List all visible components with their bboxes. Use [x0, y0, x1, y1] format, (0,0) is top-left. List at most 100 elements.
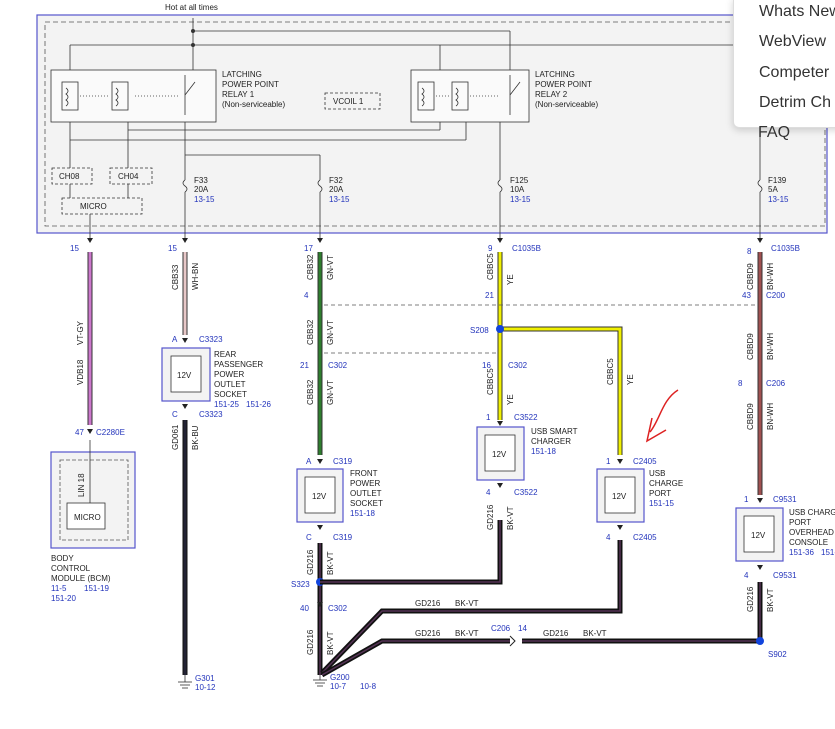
connector-c302-c: C302 — [508, 361, 528, 370]
wire-label-bk-vt-b: BK-VT — [326, 631, 335, 655]
connector-dashed-lines — [324, 304, 756, 354]
rear-socket-12v: 12V — [177, 371, 192, 380]
bcm-label-3: MODULE (BCM) — [51, 574, 111, 583]
connector-c3323-a: C3323 — [199, 335, 223, 344]
pin-47: 47 — [75, 428, 84, 437]
wire-label-gd061: GD061 — [171, 424, 180, 450]
connector-c200: C200 — [766, 291, 786, 300]
wire-label-bk-vt-e: BK-VT — [583, 629, 607, 638]
pin-16-c302: 16 — [482, 361, 491, 370]
wire-label-cbb32-b: CBB32 — [306, 319, 315, 345]
rear-socket-inner — [170, 355, 202, 393]
bcm-label-1: BODY — [51, 554, 74, 563]
wire-label-cbb33: CBB33 — [171, 264, 180, 290]
fuse-f33-name: F33 — [194, 176, 208, 185]
front-socket-inner — [304, 476, 336, 514]
wire-cbbc5 — [497, 252, 623, 455]
fuse-f33-amps: 20A — [194, 185, 209, 194]
bcm-micro-box — [66, 502, 106, 530]
relay-2-label-4: (Non-serviceable) — [535, 100, 598, 109]
front-socket-12v: 12V — [312, 492, 327, 501]
ground-g200-ref-2: 10-8 — [360, 682, 377, 691]
relay-1-label-3: RELAY 1 — [222, 90, 255, 99]
fuse-f125-ref: 13-15 — [510, 195, 531, 204]
relay-1-coil-icon — [61, 75, 196, 115]
usb-charge-port-inner — [604, 476, 636, 514]
pin-8-c206: 8 — [738, 379, 743, 388]
connector-c9531-b: C9531 — [773, 571, 797, 580]
wire-label-gn-vt-c: GN-VT — [326, 380, 335, 405]
inline-connector-c206 — [509, 635, 516, 647]
usb-overhead-label-3: OVERHEAD — [789, 528, 834, 537]
fuse-f32-ref: 13-15 — [329, 195, 350, 204]
connector-c1035b-a: C1035B — [512, 244, 541, 253]
wire-label-cbbc5-a: CBBC5 — [486, 253, 495, 280]
splice-s208 — [496, 325, 504, 333]
fuse-symbols — [182, 179, 763, 240]
ground-g301-ref: 10-12 — [195, 683, 216, 692]
wire-label-gn-vt-b: GN-VT — [326, 320, 335, 345]
menu-item-faq[interactable]: FAQ — [758, 124, 791, 141]
ground-g301-label: G301 — [195, 674, 215, 683]
pin-15-bcm: 15 — [70, 244, 79, 253]
wire-label-bk-vt-f: BK-VT — [506, 506, 515, 530]
wire-label-wh-bn: WH-BN — [191, 263, 200, 290]
menu-item-whats-new[interactable]: Whats New — [759, 3, 835, 20]
relay-2-label-1: LATCHING — [535, 70, 575, 79]
rear-socket-label-2: PASSENGER — [214, 360, 263, 369]
connector-c302-b: C302 — [328, 604, 348, 613]
bcm-module — [50, 451, 136, 549]
fuse-f32-name: F32 — [329, 176, 343, 185]
wire-label-gd216-f: GD216 — [486, 504, 495, 530]
wire-label-cbbd9-c: CBBD9 — [746, 403, 755, 430]
arrow-c2405-a — [617, 459, 623, 464]
wire-label-cbbd9-b: CBBD9 — [746, 333, 755, 360]
arrow-c319-a — [317, 459, 323, 464]
usb-overhead-label-2: PORT — [789, 518, 811, 527]
fuse-f125-amps: 10A — [510, 185, 525, 194]
menu-item-competer[interactable]: Competer — [759, 64, 830, 81]
relay-1-label-1: LATCHING — [222, 70, 262, 79]
connector-c319-a: C319 — [333, 457, 353, 466]
wire-label-ye-a: YE — [506, 274, 515, 285]
wire-label-gd216-d: GD216 — [415, 629, 441, 638]
menu-item-webview[interactable]: WebView — [759, 33, 826, 50]
usb-overhead-label-4: CONSOLE — [789, 538, 828, 547]
usb-smart-label-1: USB SMART — [531, 427, 578, 436]
rear-socket-label-3: POWER — [214, 370, 244, 379]
ch08-box — [51, 167, 93, 185]
pin-c-c319: C — [306, 533, 312, 542]
pin-1-c3522: 1 — [486, 413, 491, 422]
pin-a-c319: A — [306, 457, 312, 466]
wire-label-cbbc5-c: CBBC5 — [606, 358, 615, 385]
splice-s208-label: S208 — [470, 326, 489, 335]
wire-label-gd216-a: GD216 — [306, 549, 315, 575]
internal-bus-lines — [69, 18, 761, 180]
fuse-f32-amps: 20A — [329, 185, 344, 194]
rear-socket-label-5: SOCKET — [214, 390, 247, 399]
ch04-box — [109, 167, 153, 185]
micro-box — [61, 197, 143, 215]
rear-socket-label-4: OUTLET — [214, 380, 246, 389]
usb-overhead-ref-1: 151-36 — [789, 548, 814, 557]
fuse-f125-name: F125 — [510, 176, 529, 185]
usb-smart-label-2: CHARGER — [531, 437, 571, 446]
usb-port-label-1: USB — [649, 469, 665, 478]
pin-a-c3323: A — [172, 335, 178, 344]
connector-c319-b: C319 — [333, 533, 353, 542]
pin-4-c9531: 4 — [744, 571, 749, 580]
usb-charge-port-12v: 12V — [612, 492, 627, 501]
wire-label-cbb32-a: CBB32 — [306, 254, 315, 280]
usb-port-ref: 151-15 — [649, 499, 674, 508]
menu-item-detrim[interactable]: Detrim Ch — [759, 94, 832, 111]
pin-8: 8 — [747, 247, 752, 256]
rear-socket-ref-2: 151-26 — [246, 400, 271, 409]
usb-smart-ref: 151-18 — [531, 447, 556, 456]
connector-c3522-b: C3522 — [514, 488, 538, 497]
wire-label-bk-vt-c: BK-VT — [455, 599, 479, 608]
vcoil-box — [324, 92, 381, 110]
front-socket-label-3: OUTLET — [350, 489, 382, 498]
wire-label-gd216-b: GD216 — [306, 629, 315, 655]
pin-43: 43 — [742, 291, 751, 300]
wire-label-ye-b: YE — [506, 394, 515, 405]
